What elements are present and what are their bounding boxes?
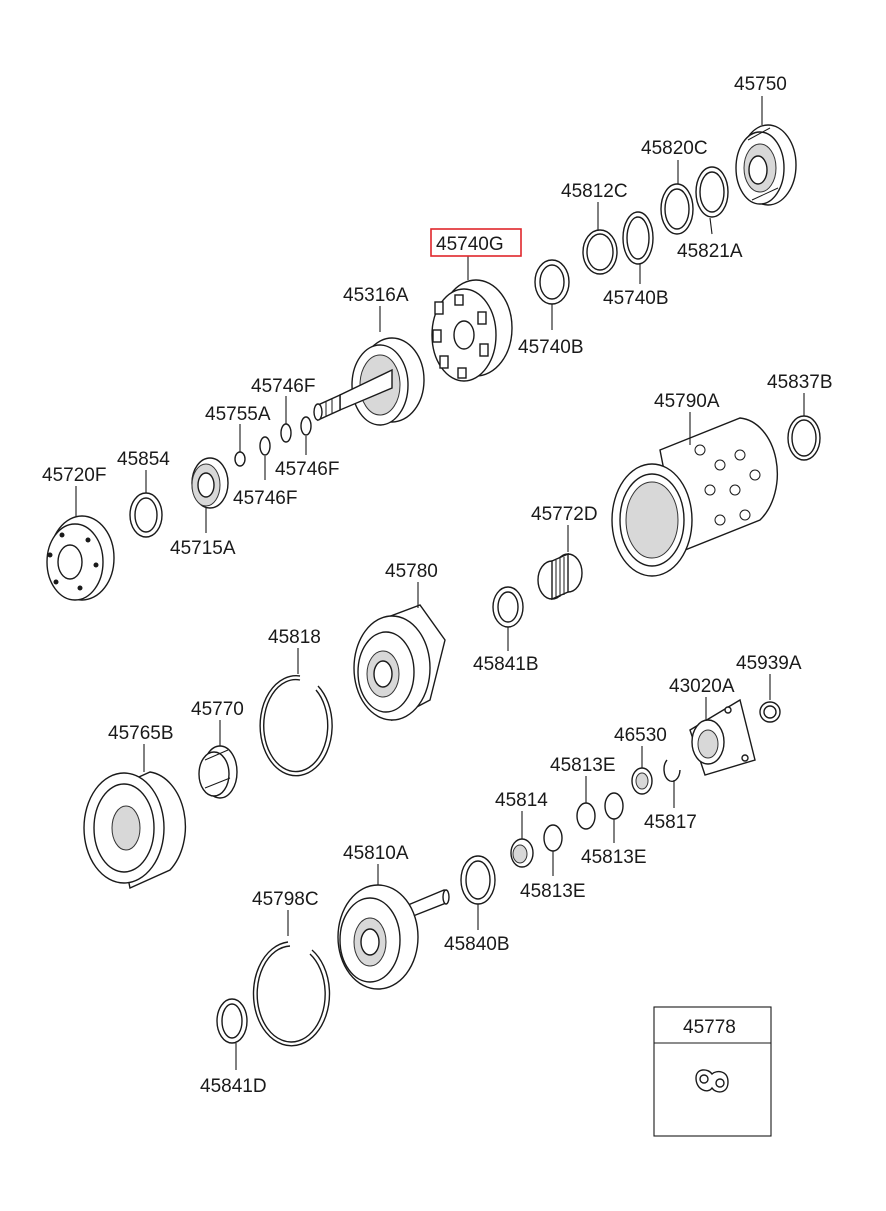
label-45755a[interactable]: 45755A: [205, 404, 271, 425]
part-45841d-washer[interactable]: [216, 998, 248, 1044]
part-45821a-ring[interactable]: [695, 166, 729, 218]
label-45810a[interactable]: 45810A: [343, 843, 409, 864]
part-45939a-seal[interactable]: [759, 701, 781, 723]
label-45821a[interactable]: 45821A: [677, 241, 743, 262]
part-45837b-ring[interactable]: [787, 415, 821, 461]
part-45813e-ring-c[interactable]: [543, 824, 563, 852]
label-45817[interactable]: 45817: [644, 812, 697, 833]
part-45818-snap-ring[interactable]: [259, 675, 333, 777]
part-45820c-ring[interactable]: [660, 183, 694, 235]
part-45740b-ring-upper[interactable]: [622, 211, 654, 265]
label-45812c[interactable]: 45812C: [561, 181, 628, 202]
part-45755a-ring[interactable]: [234, 451, 246, 467]
part-45765b-ring-gear[interactable]: [83, 771, 187, 889]
label-43020a[interactable]: 43020A: [669, 676, 735, 697]
label-45778[interactable]: 45778: [683, 1017, 736, 1038]
label-45772d[interactable]: 45772D: [531, 504, 598, 525]
part-45813e-ring-a[interactable]: [576, 802, 596, 830]
label-45740g[interactable]: 45740G: [436, 234, 504, 255]
label-45746f-top[interactable]: 45746F: [251, 376, 315, 397]
leader-lines: [75, 96, 805, 1070]
label-45813e-top[interactable]: 45813E: [550, 755, 616, 776]
part-45746f-ring-b[interactable]: [300, 416, 312, 436]
label-45840b[interactable]: 45840B: [444, 934, 510, 955]
label-45814[interactable]: 45814: [495, 790, 548, 811]
part-45746f-ring-a[interactable]: [280, 423, 292, 443]
part-45316a-shaft-drum[interactable]: [313, 337, 425, 426]
part-45715a-bearing[interactable]: [191, 457, 229, 509]
label-45780[interactable]: 45780: [385, 561, 438, 582]
part-45720f-gear[interactable]: [46, 515, 115, 601]
part-45814-seal[interactable]: [510, 838, 534, 868]
part-45813e-ring-b[interactable]: [604, 792, 624, 820]
label-45750[interactable]: 45750: [734, 74, 787, 95]
part-45854-washer[interactable]: [129, 492, 163, 538]
part-45740b-ring-lower[interactable]: [534, 259, 570, 305]
label-45854[interactable]: 45854: [117, 449, 170, 470]
label-45790a[interactable]: 45790A: [654, 391, 720, 412]
part-45817-snap-ring[interactable]: [663, 759, 681, 782]
label-45813e-right[interactable]: 45813E: [581, 847, 647, 868]
part-45840b-washer[interactable]: [460, 855, 496, 905]
label-45715a[interactable]: 45715A: [170, 538, 236, 559]
part-45778-gasket[interactable]: [695, 1069, 729, 1093]
label-45813e-bottom[interactable]: 45813E: [520, 881, 586, 902]
part-45772d-bearing[interactable]: [537, 552, 583, 601]
label-45765b[interactable]: 45765B: [108, 723, 174, 744]
label-45939a[interactable]: 45939A: [736, 653, 802, 674]
label-45746f-right[interactable]: 45746F: [275, 459, 339, 480]
inset-box-45778: 45778: [653, 1006, 772, 1137]
label-45837b[interactable]: 45837B: [767, 372, 833, 393]
label-45818[interactable]: 45818: [268, 627, 321, 648]
label-45746f-bottom[interactable]: 45746F: [233, 488, 297, 509]
label-45316a[interactable]: 45316A: [343, 285, 409, 306]
label-45720f[interactable]: 45720F: [42, 465, 106, 486]
label-45841b[interactable]: 45841B: [473, 654, 539, 675]
part-45841b-washer[interactable]: [492, 586, 524, 628]
part-45740g-clutch-drum[interactable]: [431, 279, 513, 382]
part-46530-bearing[interactable]: [631, 767, 653, 795]
label-46530[interactable]: 46530: [614, 725, 667, 746]
part-45790a-drum[interactable]: [611, 417, 779, 577]
label-45820c[interactable]: 45820C: [641, 138, 708, 159]
part-45770-gear[interactable]: [198, 745, 238, 799]
part-45750-gear-hub[interactable]: [735, 124, 797, 206]
label-45770[interactable]: 45770: [191, 699, 244, 720]
part-45810a-carrier-shaft[interactable]: [337, 884, 450, 990]
part-labels: 45750 45820C 45812C 45821A 45740G 45740B…: [42, 74, 833, 1097]
part-43020a-flange[interactable]: [689, 698, 756, 776]
part-45780-carrier[interactable]: [353, 604, 446, 722]
label-45841d[interactable]: 45841D: [200, 1076, 267, 1097]
label-45798c[interactable]: 45798C: [252, 889, 319, 910]
highlight-box-45740g: [430, 228, 522, 257]
label-45740b-lower[interactable]: 45740B: [518, 337, 584, 358]
part-45798c-snap-ring[interactable]: [252, 941, 331, 1047]
part-45812c-ring[interactable]: [582, 229, 618, 275]
part-45746f-ring-c[interactable]: [259, 436, 271, 456]
label-45740b-upper[interactable]: 45740B: [603, 288, 669, 309]
